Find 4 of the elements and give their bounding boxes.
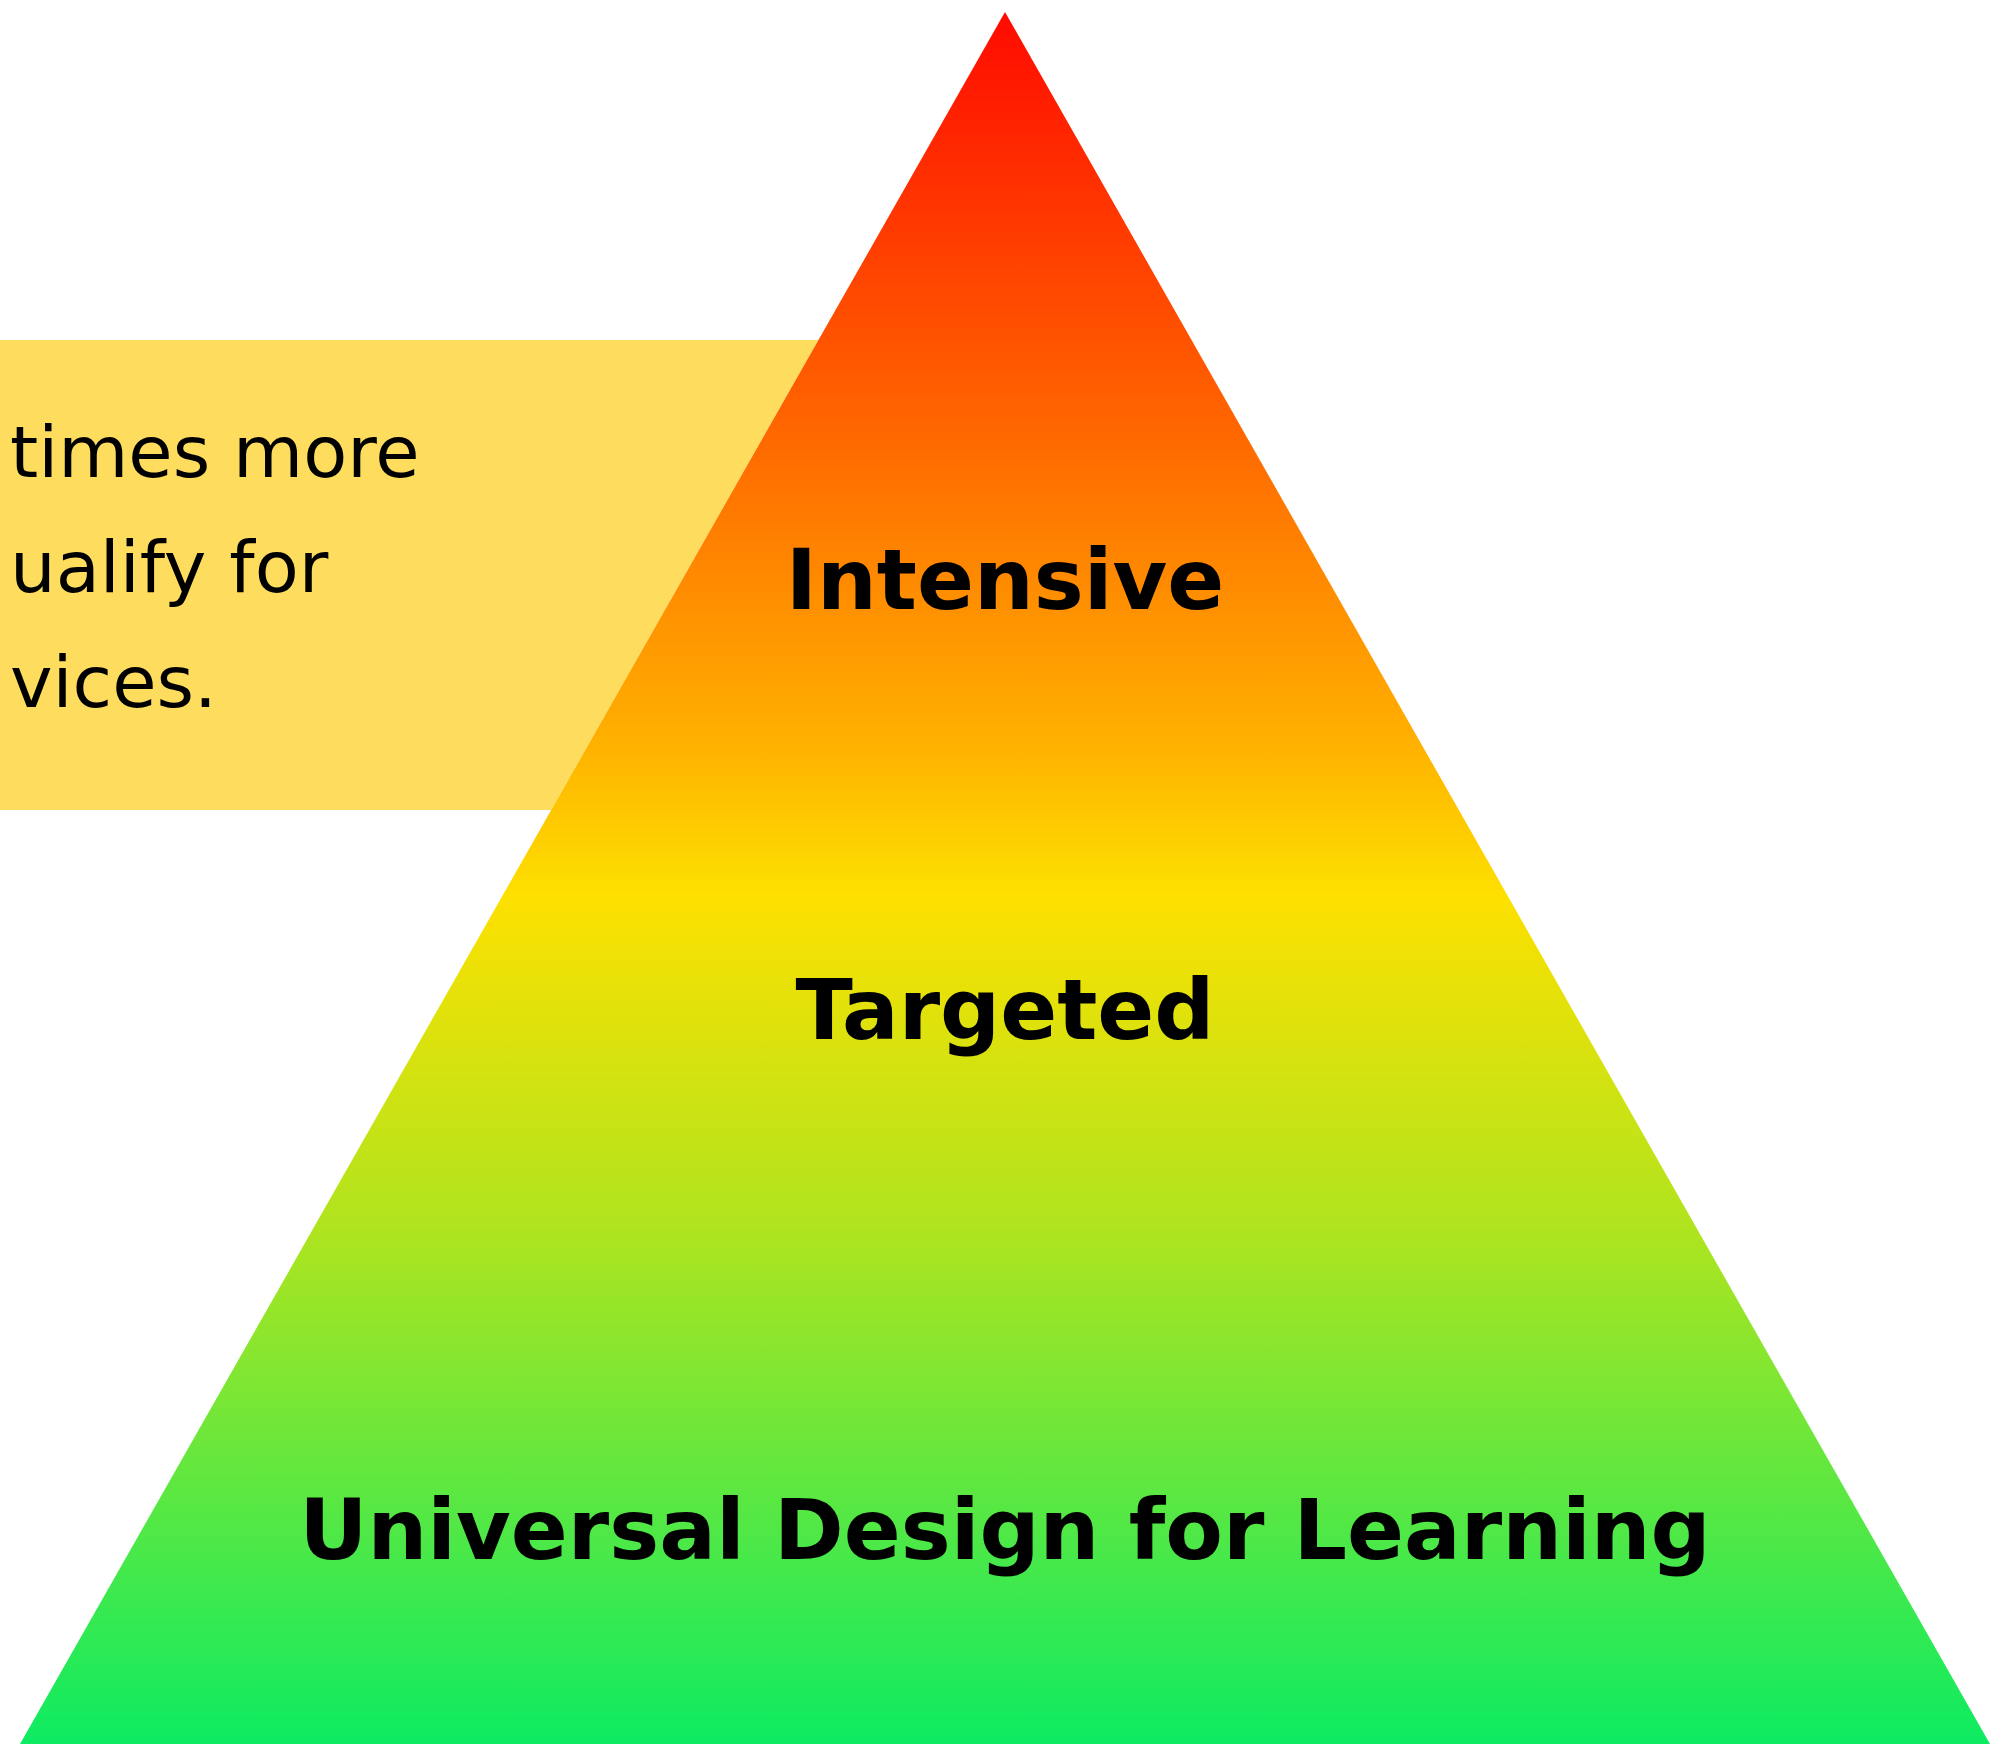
note-text: times more ualify for vices. — [10, 409, 421, 727]
tier-label: Intensive — [785, 530, 1225, 631]
tier-label: Universal Design for Learning — [299, 1480, 1711, 1581]
tier-label: Targeted — [795, 960, 1215, 1061]
